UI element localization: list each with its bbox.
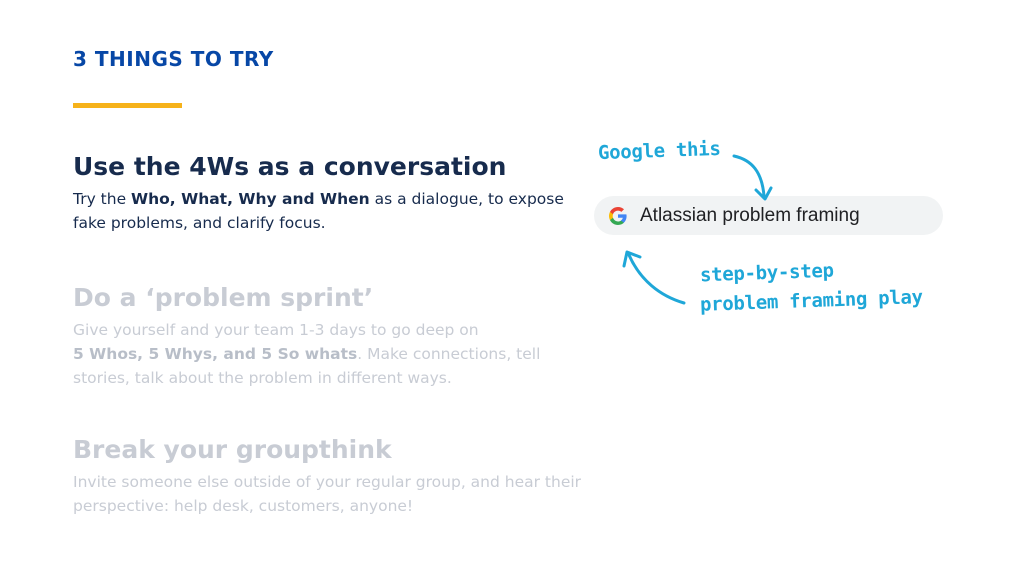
section-body: Invite someone else outside of your regu… <box>73 470 593 518</box>
accent-underline <box>73 103 182 108</box>
body-emphasis: 5 Whos, 5 Whys, and 5 So whats <box>73 345 358 363</box>
body-text: Give yourself and your team 1-3 days to … <box>73 321 479 339</box>
section-groupthink: Break your groupthink Invite someone els… <box>73 434 593 518</box>
section-problem-sprint: Do a ‘problem sprint’ Give yourself and … <box>73 282 593 390</box>
slide-eyebrow-title: 3 THINGS TO TRY <box>73 47 274 71</box>
body-text: as a dialogue, to expose fake problems, … <box>73 190 564 232</box>
section-4ws: Use the 4Ws as a conversation Try the Wh… <box>73 151 593 235</box>
body-text: . Make connections, tell stories, talk a… <box>73 345 541 387</box>
section-body: Try the Who, What, Why and When as a dia… <box>73 187 593 235</box>
body-text: Try the <box>73 190 132 208</box>
body-emphasis: Who, What, Why and When <box>131 190 370 208</box>
google-g-icon <box>609 206 627 225</box>
search-query[interactable]: Atlassian problem framing <box>640 204 860 226</box>
arrow-head-bottom-icon <box>622 250 642 268</box>
arrow-head-top-icon <box>754 186 773 201</box>
arrow-from-note-icon <box>627 253 686 305</box>
body-text: Invite someone else outside of your regu… <box>73 473 582 515</box>
section-title: Break your groupthink <box>73 435 392 464</box>
section-title: Use the 4Ws as a conversation <box>73 152 507 181</box>
search-bar[interactable]: Atlassian problem framing <box>594 196 943 235</box>
section-title: Do a ‘problem sprint’ <box>73 283 374 312</box>
section-body: Give yourself and your team 1-3 days to … <box>73 318 593 390</box>
arrow-to-search-icon <box>732 154 766 198</box>
